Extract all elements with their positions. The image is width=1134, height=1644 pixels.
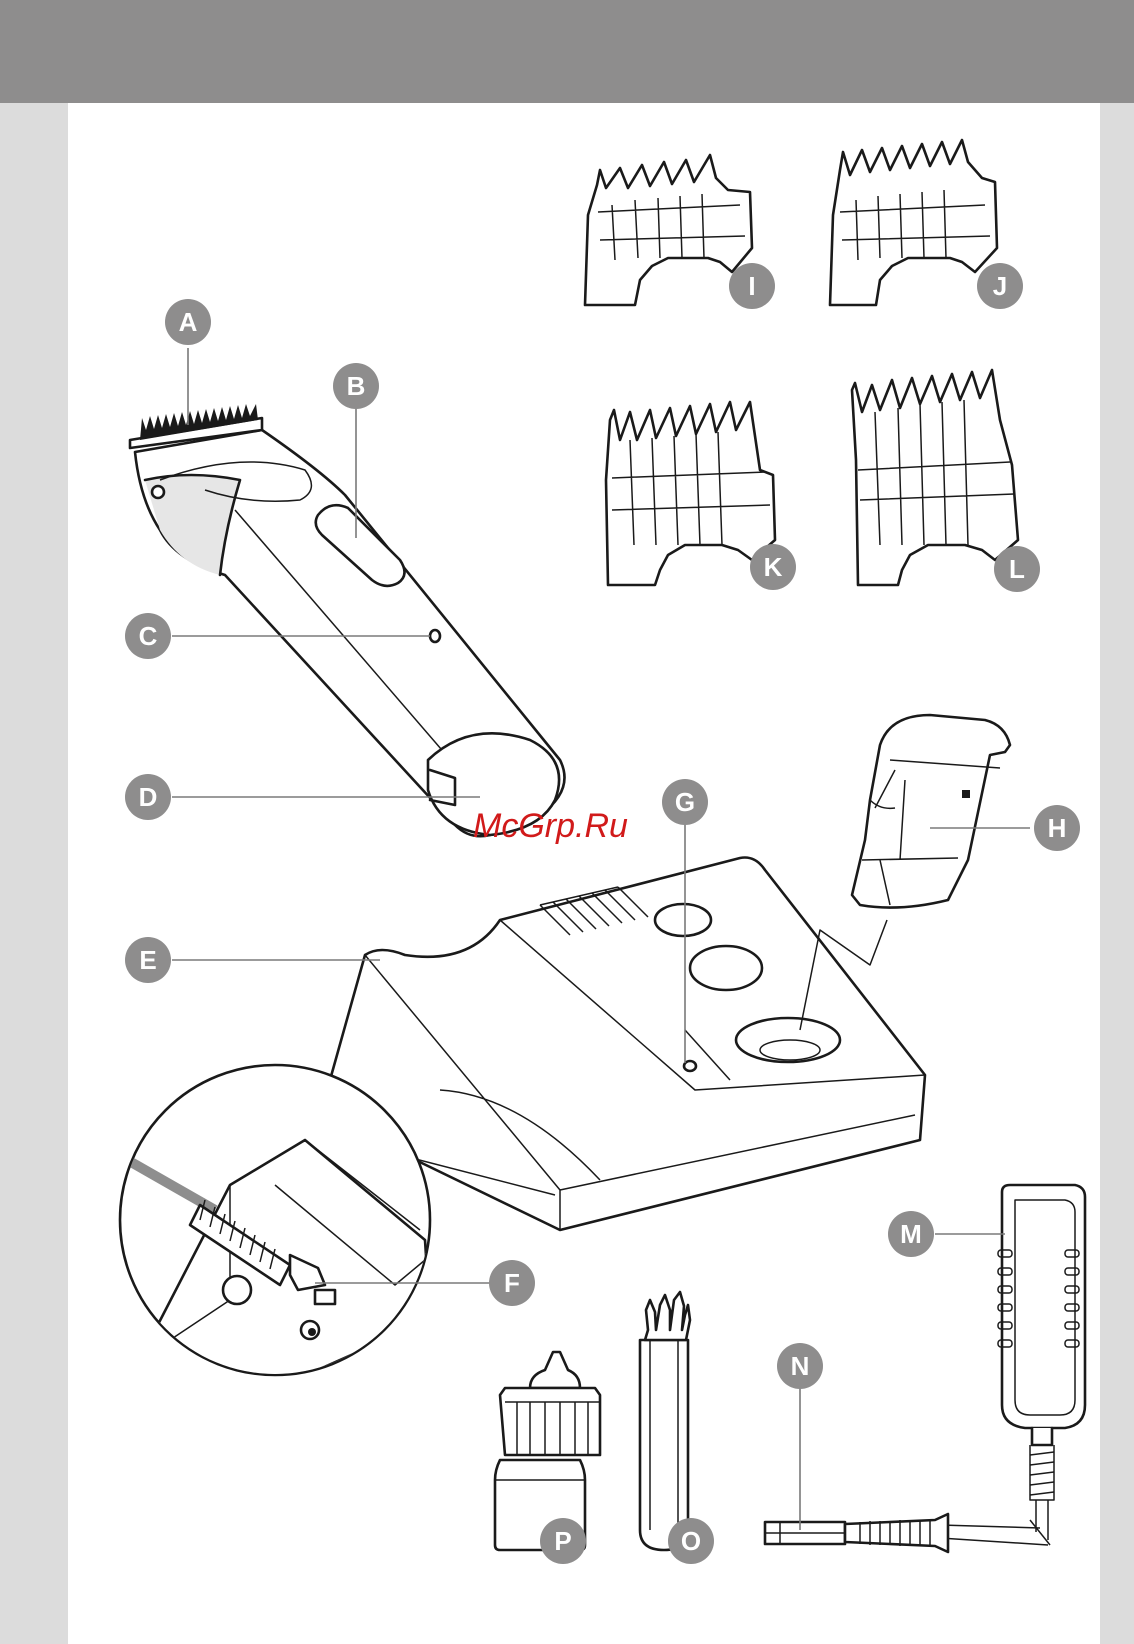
oil-bottle xyxy=(495,1352,600,1550)
battery-pack xyxy=(852,715,1010,908)
connector-detail-view xyxy=(110,1065,430,1400)
clipper-illustration xyxy=(130,404,565,836)
label-n: N xyxy=(777,1343,823,1389)
label-h: H xyxy=(1034,805,1080,851)
svg-text:J: J xyxy=(993,271,1007,301)
svg-text:L: L xyxy=(1009,554,1025,584)
svg-text:B: B xyxy=(347,371,366,401)
svg-text:C: C xyxy=(139,621,158,651)
comb-attachment-k xyxy=(606,402,775,585)
comb-attachment-l xyxy=(852,370,1018,585)
svg-text:K: K xyxy=(764,552,783,582)
svg-text:H: H xyxy=(1048,813,1067,843)
cleaning-brush xyxy=(640,1292,690,1550)
label-j: J xyxy=(977,263,1023,309)
svg-text:M: M xyxy=(900,1219,922,1249)
svg-text:O: O xyxy=(681,1526,701,1556)
svg-text:F: F xyxy=(504,1268,520,1298)
label-e: E xyxy=(125,937,171,983)
svg-text:I: I xyxy=(748,271,755,301)
label-d: D xyxy=(125,774,171,820)
watermark-text: McGrp.Ru xyxy=(473,807,628,845)
svg-text:A: A xyxy=(179,307,198,337)
label-m: M xyxy=(888,1211,934,1257)
svg-text:P: P xyxy=(554,1526,571,1556)
svg-text:E: E xyxy=(139,945,156,975)
svg-text:G: G xyxy=(675,787,695,817)
label-i: I xyxy=(729,263,775,309)
label-f: F xyxy=(489,1260,535,1306)
label-c: C xyxy=(125,613,171,659)
svg-text:N: N xyxy=(791,1351,810,1381)
label-l: L xyxy=(994,546,1040,592)
comb-attachment-j xyxy=(830,140,997,305)
label-k: K xyxy=(750,544,796,590)
label-a: A xyxy=(165,299,211,345)
label-g: G xyxy=(662,779,708,825)
label-b: B xyxy=(333,363,379,409)
svg-text:D: D xyxy=(139,782,158,812)
label-o: O xyxy=(668,1518,714,1564)
comb-attachment-i xyxy=(585,155,752,305)
label-p: P xyxy=(540,1518,586,1564)
brush-bristles xyxy=(645,1292,690,1340)
